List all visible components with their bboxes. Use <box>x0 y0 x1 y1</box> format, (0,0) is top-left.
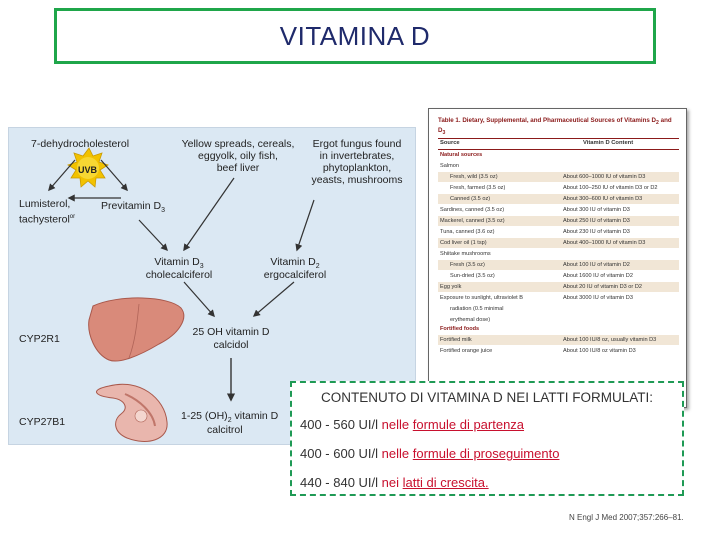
table-row: Canned (3.5 oz) About 300–600 IU of vitam… <box>438 194 679 204</box>
vitamin-d-sources-table: Table 1. Dietary, Supplemental, and Phar… <box>428 108 687 408</box>
table-row: Sardines, canned (3.5 oz) About 300 IU of… <box>438 205 679 215</box>
table-row: Sun-dried (3.5 oz) About 1600 IU of vitam… <box>438 271 679 281</box>
page-title: VITAMINA D <box>279 20 431 51</box>
uvb-sun-icon <box>67 147 109 188</box>
label-yellow-spreads: Yellow spreads, cereals, eggyolk, oily f… <box>181 138 295 174</box>
table-cell-content: About 3000 IU of vitamin D3 <box>563 295 633 301</box>
link-formule-partenza: formule di partenza <box>412 417 525 432</box>
formula-line-proseguimento: 400 - 600 UI/l nelle formule di prosegui… <box>300 446 560 461</box>
label-previtamin-d3: Previtamin D3 <box>101 200 166 215</box>
table-cell-source: Canned (3.5 oz) <box>450 196 491 202</box>
table-cell-source: Fresh, wild (3.5 oz) <box>450 174 498 180</box>
table-cell-content: About 600–1000 IU of vitamin D3 <box>563 174 646 180</box>
label-calcitrol: calcitrol <box>207 424 243 436</box>
table-cell-content: About 400–1000 IU of vitamin D3 <box>563 240 646 246</box>
label-vitamin-d2: Vitamin D2 <box>270 256 320 271</box>
table-row: Tuna, canned (3.6 oz) About 230 IU of vit… <box>438 227 679 237</box>
table-header: Source Vitamin D Content <box>438 138 679 150</box>
formula-line-partenza: 400 - 560 UI/l nelle formule di partenza <box>300 417 525 432</box>
table-cell-content: About 1600 IU of vitamin D2 <box>563 273 633 279</box>
label-125-oh2-vitamin-d: 1-25 (OH)2 vitamin D <box>181 410 279 425</box>
column-header-source: Source <box>440 140 460 146</box>
liver-icon <box>88 297 185 362</box>
link-latti-crescita: latti di crescita. <box>402 475 489 490</box>
kidney-icon <box>96 383 168 442</box>
table-cell-source: Mackerel, canned (3.5 oz) <box>440 218 505 224</box>
table-cell-content: About 100 IU/8 oz, usually vitamin D3 <box>563 337 657 343</box>
table-row: Exposure to sunlight, ultraviolet B About… <box>438 293 679 303</box>
table-row: Fresh (3.5 oz) About 100 IU of vitamin D2 <box>438 260 679 270</box>
table-cell-source: Egg yolk <box>440 284 462 290</box>
label-lumisterol: Lumisterol, <box>19 198 71 210</box>
formula-content-box: CONTENUTO DI VITAMINA D NEI LATTI FORMUL… <box>290 381 684 496</box>
table-cell-source: Cod liver oil (1 tsp) <box>440 240 487 246</box>
table-cell-content: About 300 IU of vitamin D3 <box>563 207 630 213</box>
label-tachysterol: tachysterolor <box>19 213 76 226</box>
table-cell-source: Sun-dried (3.5 oz) <box>450 273 495 279</box>
table-row: Fresh, wild (3.5 oz) About 600–1000 IU of… <box>438 172 679 182</box>
table-cell-source: radiation (0.5 minimal <box>450 306 504 312</box>
table-row: erythemal dose) <box>438 315 679 325</box>
table-row: Shiitake mushrooms <box>438 249 679 259</box>
table-cell-source: Shiitake mushrooms <box>440 251 491 257</box>
table-cell-content: About 100 IU/8 oz vitamin D3 <box>563 348 636 354</box>
table-cell-source: Sardines, canned (3.5 oz) <box>440 207 505 213</box>
table-row: Fresh, farmed (3.5 oz) About 100–250 IU o… <box>438 183 679 193</box>
table-row: Fortified orange juice About 100 IU/8 oz … <box>438 346 679 356</box>
table-cell-source: Fresh, farmed (3.5 oz) <box>450 185 506 191</box>
formula-line-crescita: 440 - 840 UI/l nei latti di crescita. <box>300 475 489 490</box>
title-box: VITAMINA D <box>54 8 656 64</box>
table-cell-source: Fortified milk <box>440 337 472 343</box>
link-formule-proseguimento: formule di proseguimento <box>412 446 560 461</box>
label-25-oh-vitamin-d: 25 OH vitamin D <box>192 326 270 338</box>
table-cell-source: Tuna, canned (3.6 oz) <box>440 229 495 235</box>
label-cyp27b1: CYP27B1 <box>19 416 66 428</box>
uvb-label: UVB <box>78 165 98 175</box>
table-cell-content: About 230 IU of vitamin D3 <box>563 229 630 235</box>
citation: N Engl J Med 2007;357:266–81. <box>569 513 684 522</box>
table-cell-content: About 300–600 IU of vitamin D3 <box>563 196 643 202</box>
table-cell-content: About 20 IU of vitamin D3 or D2 <box>563 284 642 290</box>
table-caption: Table 1. Dietary, Supplemental, and Phar… <box>438 117 672 137</box>
table-row: Fortified milk About 100 IU/8 oz, usually… <box>438 335 679 345</box>
label-cyp2r1: CYP2R1 <box>19 333 60 345</box>
label-cholecalciferol: cholecalciferol <box>145 269 213 281</box>
section-natural-sources: Natural sources <box>440 152 483 158</box>
table-row: Cod liver oil (1 tsp) About 400–1000 IU o… <box>438 238 679 248</box>
label-vitamin-d3: Vitamin D3 <box>154 256 204 271</box>
pathway-arrows <box>48 147 315 442</box>
table-cell-source: Fresh (3.5 oz) <box>450 262 485 268</box>
label-ergot-fungus: Ergot fungus found in invertebrates, phy… <box>311 138 403 186</box>
table-row: radiation (0.5 minimal <box>438 304 679 314</box>
column-header-content: Vitamin D Content <box>583 140 634 146</box>
section-fortified-foods: Fortified foods <box>440 326 480 332</box>
table-cell-source: Salmon <box>440 163 459 169</box>
vitamin-d-pathway-diagram: 7-dehydrocholesterol UVB Lumisterol, tac… <box>8 127 416 445</box>
formula-content-heading: CONTENUTO DI VITAMINA D NEI LATTI FORMUL… <box>320 390 654 405</box>
label-calcidol: calcidol <box>213 339 249 351</box>
table-row: Mackerel, canned (3.5 oz) About 250 IU of… <box>438 216 679 226</box>
table-cell-content: About 250 IU of vitamin D3 <box>563 218 630 224</box>
table-cell-source: Fortified orange juice <box>440 348 493 354</box>
table-row: Egg yolk About 20 IU of vitamin D3 or D2 <box>438 282 679 292</box>
table-cell-source: erythemal dose) <box>450 317 491 323</box>
table-cell-content: About 100 IU of vitamin D2 <box>563 262 630 268</box>
label-ergocalciferol: ergocalciferol <box>263 269 327 281</box>
table-cell-source: Exposure to sunlight, ultraviolet B <box>440 295 524 301</box>
label-7-dehydrocholesterol: 7-dehydrocholesterol <box>31 138 130 150</box>
table-row: Salmon <box>438 161 679 171</box>
table-cell-content: About 100–250 IU of vitamin D3 or D2 <box>563 185 658 191</box>
